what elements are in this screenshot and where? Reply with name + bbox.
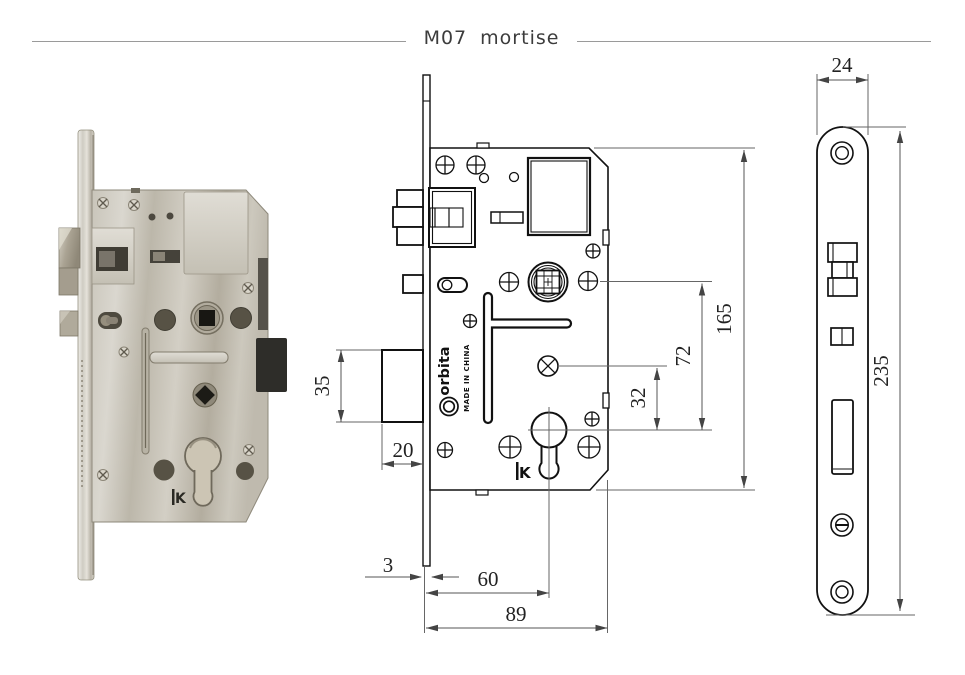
stop-slot — [437, 277, 468, 293]
faceplate-drawing: 24 235 — [816, 55, 915, 616]
handle-hub-photo — [190, 301, 224, 335]
stop-slot-photo — [98, 312, 122, 329]
latch-bolt-photo — [58, 227, 81, 296]
case-screws — [97, 197, 255, 481]
top-notch — [476, 142, 490, 149]
svg-text:35: 35 — [315, 376, 334, 397]
dim-body-height: 165 — [712, 150, 748, 488]
svg-text:K: K — [519, 464, 532, 482]
dim-faceplate-thickness: 3 — [365, 553, 459, 581]
title-rule-left — [32, 41, 406, 42]
svg-text:3: 3 — [383, 553, 394, 577]
svg-text:32: 32 — [626, 388, 650, 409]
dim-deadbolt-throw: 20 — [382, 438, 423, 468]
extension-lines — [816, 74, 915, 616]
latch-housing-photo — [91, 227, 135, 285]
guard-bolt-photo — [59, 310, 79, 337]
brand-logo: orbita — [437, 346, 459, 417]
pin-hole — [478, 172, 490, 184]
latch-cutout — [827, 242, 858, 297]
dim-deadbolt-width: 35 — [315, 350, 345, 422]
plastic-housing — [256, 338, 287, 392]
case-top-notch — [131, 188, 140, 193]
bottom-notch — [475, 489, 489, 496]
lever-arm-photo — [149, 351, 229, 364]
dim-hub-to-cylinder: 32 — [626, 368, 661, 430]
dim-backset: 60 — [426, 567, 549, 597]
svg-text:165: 165 — [712, 303, 736, 335]
faceplate-edge — [422, 74, 431, 567]
t-slot — [482, 291, 573, 425]
latch-bolt — [392, 187, 476, 248]
extension-lines — [336, 147, 755, 633]
dim-faceplate-width: 24 — [817, 55, 868, 84]
page-title: M07 mortise — [423, 27, 560, 49]
deadbolt — [381, 349, 424, 423]
svg-text:72: 72 — [671, 346, 695, 367]
dim-handle-to-cylinder: 72 — [671, 283, 706, 430]
slide-slot-photo — [150, 250, 180, 263]
kitemark-icon: K — [516, 462, 532, 482]
edge-clip — [602, 229, 610, 246]
fixing-hole — [236, 462, 254, 480]
dark-edge-strip — [258, 258, 268, 330]
auxiliary-bolt — [402, 274, 424, 294]
edge-clip — [602, 392, 610, 409]
svg-text:235: 235 — [869, 355, 893, 387]
svg-text:K: K — [175, 491, 187, 507]
title-rule-right — [577, 41, 931, 42]
screw-hole-bottom — [830, 580, 854, 604]
follower-box — [526, 156, 592, 237]
svg-text:89: 89 — [506, 602, 527, 626]
product-photo: K — [58, 129, 287, 581]
pin-hole — [166, 212, 174, 220]
brand-text: orbita — [437, 346, 453, 395]
handle-hub — [527, 261, 569, 303]
made-in-text: MADE IN CHINA — [463, 344, 471, 412]
screw-hole-middle — [830, 513, 854, 537]
fixing-hole — [154, 309, 176, 331]
fixing-hole — [153, 459, 175, 481]
svg-text:60: 60 — [478, 567, 499, 591]
fixing-hole — [230, 307, 252, 329]
pin-hole — [508, 171, 520, 183]
screw-hole-top — [830, 141, 854, 165]
screw-holes — [435, 155, 601, 459]
svg-text:24: 24 — [832, 55, 854, 77]
follower-cover-photo — [183, 191, 249, 275]
faceplate-outline — [816, 126, 869, 616]
dim-faceplate-length: 235 — [869, 131, 904, 611]
kitemark-icon: K — [172, 489, 187, 507]
slider — [490, 211, 524, 224]
guard-bolt-cutout — [830, 327, 854, 346]
thumbturn-hub-photo — [192, 382, 218, 408]
lock-body-drawing: K orbita MADE IN CHINA — [315, 74, 755, 633]
deadbolt-cutout — [831, 399, 854, 475]
dim-body-depth: 89 — [426, 602, 608, 632]
pin-hole — [148, 213, 156, 221]
svg-text:20: 20 — [393, 438, 414, 462]
reference-point — [537, 355, 559, 377]
euro-cylinder-photo — [184, 437, 222, 507]
